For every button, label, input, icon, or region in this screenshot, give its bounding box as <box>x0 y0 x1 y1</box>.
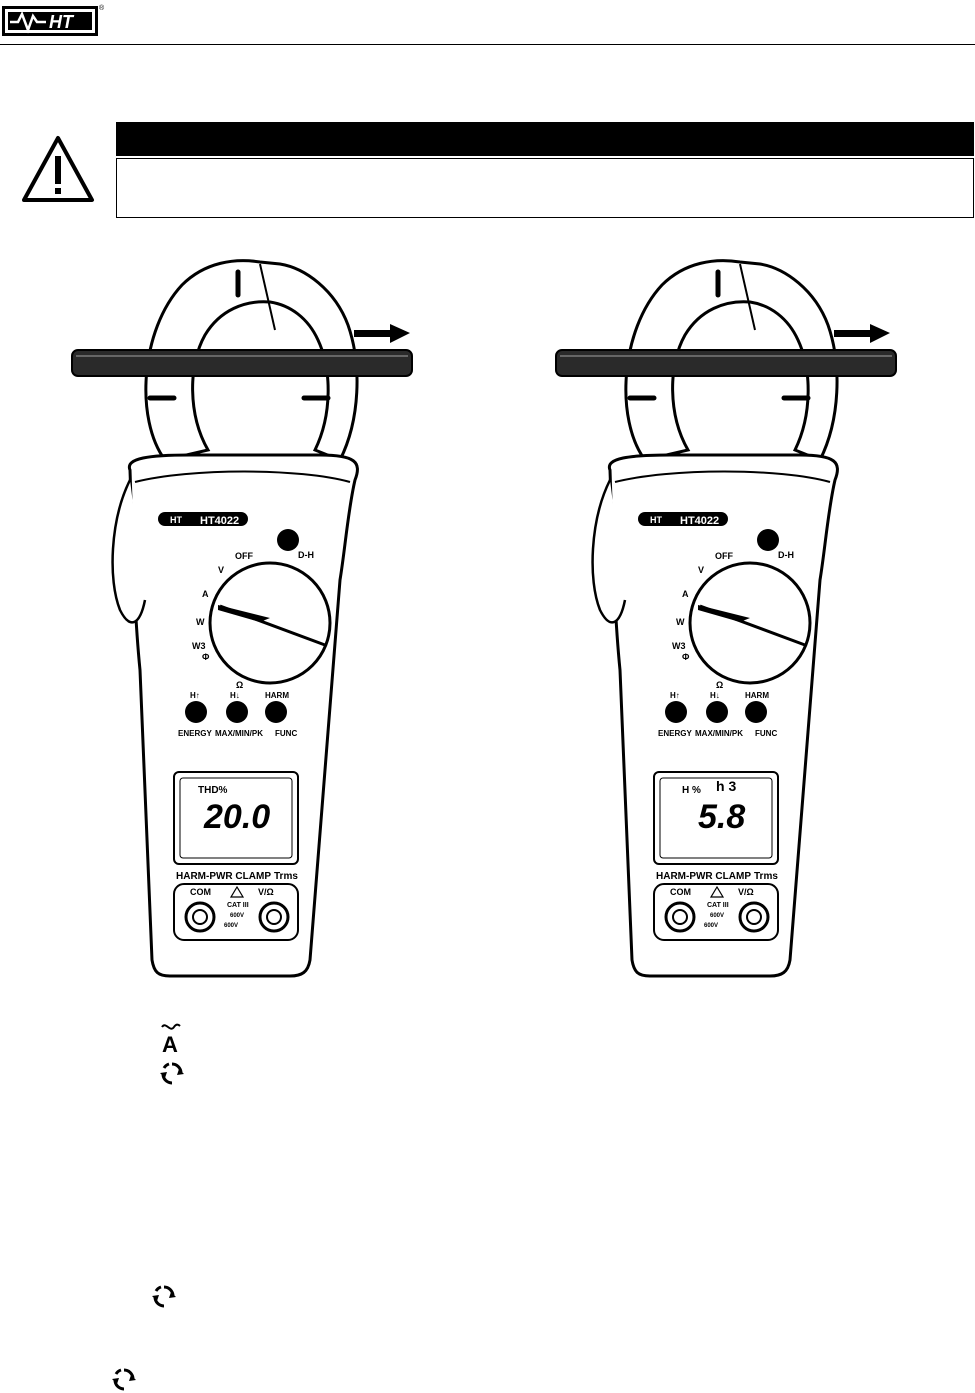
dial-label-phi: Φ <box>202 652 210 662</box>
model-label: HT4022 <box>200 515 239 527</box>
lcd-value: 20.0 <box>203 798 270 836</box>
button-top-label: HARM <box>265 691 289 700</box>
maxmin-button[interactable] <box>706 701 728 723</box>
energy-button[interactable] <box>185 701 207 723</box>
lcd-display <box>653 771 779 865</box>
ht-logo: HT ® <box>2 4 105 36</box>
cat-label: CAT III <box>707 902 729 909</box>
lcd-display <box>173 771 299 865</box>
button-bottom-label: MAX/MIN/PK <box>695 729 743 738</box>
button-bottom-label: ENERGY <box>178 729 212 738</box>
registered-mark: ® <box>99 4 105 12</box>
button-top-label: H↓ <box>230 691 240 700</box>
conductor-cable <box>71 349 413 377</box>
dial-label-off: OFF <box>715 551 733 561</box>
rating-label: 600V <box>230 913 244 919</box>
logo-text: HT <box>49 12 75 32</box>
dial-label-ohm: Ω <box>716 680 723 690</box>
lcd-mode-label: THD% <box>198 785 228 796</box>
ac-current-letter: A <box>162 1032 178 1055</box>
clamp-jaw <box>624 259 839 462</box>
clamp-meter-figure-thd: HT HT4022 D-H OFF V A W W3 Φ Ω H↑ H↓ HAR… <box>70 250 520 980</box>
com-terminal[interactable] <box>184 901 216 933</box>
func-button[interactable] <box>265 701 287 723</box>
dial-label-w: W <box>676 617 685 627</box>
dial-label-phi: Φ <box>682 652 690 662</box>
clamp-meter-figure-harmonic: HT HT4022 D-H OFF V A W W3 Φ Ω H↑ H↓ HAR… <box>550 250 975 980</box>
button-bottom-label: ENERGY <box>658 729 692 738</box>
backlight-label: D-H <box>298 550 314 560</box>
lcd-value: 5.8 <box>698 798 745 836</box>
backlight-button[interactable] <box>757 529 779 551</box>
dial-label-a: A <box>202 589 209 599</box>
model-label: HT4022 <box>680 515 719 527</box>
backlight-button[interactable] <box>277 529 299 551</box>
clamp-jaw <box>144 259 359 462</box>
current-direction-arrow <box>354 324 410 343</box>
current-direction-arrow <box>834 324 890 343</box>
dial-label-w: W <box>196 617 205 627</box>
trms-label: Trms <box>274 871 298 882</box>
maxmin-button[interactable] <box>226 701 248 723</box>
dial-label-a: A <box>682 589 689 599</box>
button-bottom-label: FUNC <box>755 729 777 738</box>
dial-label-w3: W3 <box>672 641 686 651</box>
dial-label-v: V <box>698 565 704 575</box>
func-cycle-icon <box>152 1284 176 1310</box>
button-bottom-label: FUNC <box>275 729 297 738</box>
trms-label: Trms <box>754 871 778 882</box>
rating-label: 600V <box>704 923 718 929</box>
com-terminal[interactable] <box>664 901 696 933</box>
rating-label: 600V <box>710 913 724 919</box>
com-label: COM <box>670 887 691 897</box>
lcd-harmonic-label: h 3 <box>716 778 736 794</box>
vohm-terminal[interactable] <box>258 901 290 933</box>
vohm-label: V/Ω <box>258 887 274 897</box>
func-cycle-icon <box>160 1061 184 1087</box>
func-button[interactable] <box>745 701 767 723</box>
rating-label: 600V <box>224 923 238 929</box>
lcd-mode-label: H % <box>682 785 701 796</box>
header-rule <box>0 44 975 45</box>
dial-label-w3: W3 <box>192 641 206 651</box>
dial-label-ohm: Ω <box>236 680 243 690</box>
button-top-label: H↑ <box>670 691 680 700</box>
button-top-label: H↓ <box>710 691 720 700</box>
conductor-cable <box>555 349 897 377</box>
button-top-label: H↑ <box>190 691 200 700</box>
warning-title-bar <box>116 122 974 156</box>
func-cycle-icon <box>112 1367 136 1393</box>
dial-label-v: V <box>218 565 224 575</box>
vohm-terminal[interactable] <box>738 901 770 933</box>
energy-button[interactable] <box>665 701 687 723</box>
brand-label: HT <box>650 515 662 525</box>
clamp-meter-drawing: HT HT4022 D-H OFF V A W W3 Φ Ω H↑ H↓ HAR… <box>555 259 897 978</box>
brand-label: HT <box>170 515 182 525</box>
button-bottom-label: MAX/MIN/PK <box>215 729 263 738</box>
meter-title: HARM-PWR CLAMP <box>176 871 271 882</box>
com-label: COM <box>190 887 211 897</box>
backlight-label: D-H <box>778 550 794 560</box>
button-top-label: HARM <box>745 691 769 700</box>
warning-triangle-icon <box>22 136 94 202</box>
cat-label: CAT III <box>227 902 249 909</box>
warning-text-box <box>116 158 974 218</box>
meter-title: HARM-PWR CLAMP <box>656 871 751 882</box>
vohm-label: V/Ω <box>738 887 754 897</box>
page-header: HT ® <box>0 0 975 46</box>
clamp-meter-drawing: HT HT4022 D-H OFF V A W W3 Φ Ω H↑ H↓ HAR… <box>71 259 413 978</box>
dial-label-off: OFF <box>235 551 253 561</box>
ac-current-symbol: A <box>158 1021 184 1055</box>
